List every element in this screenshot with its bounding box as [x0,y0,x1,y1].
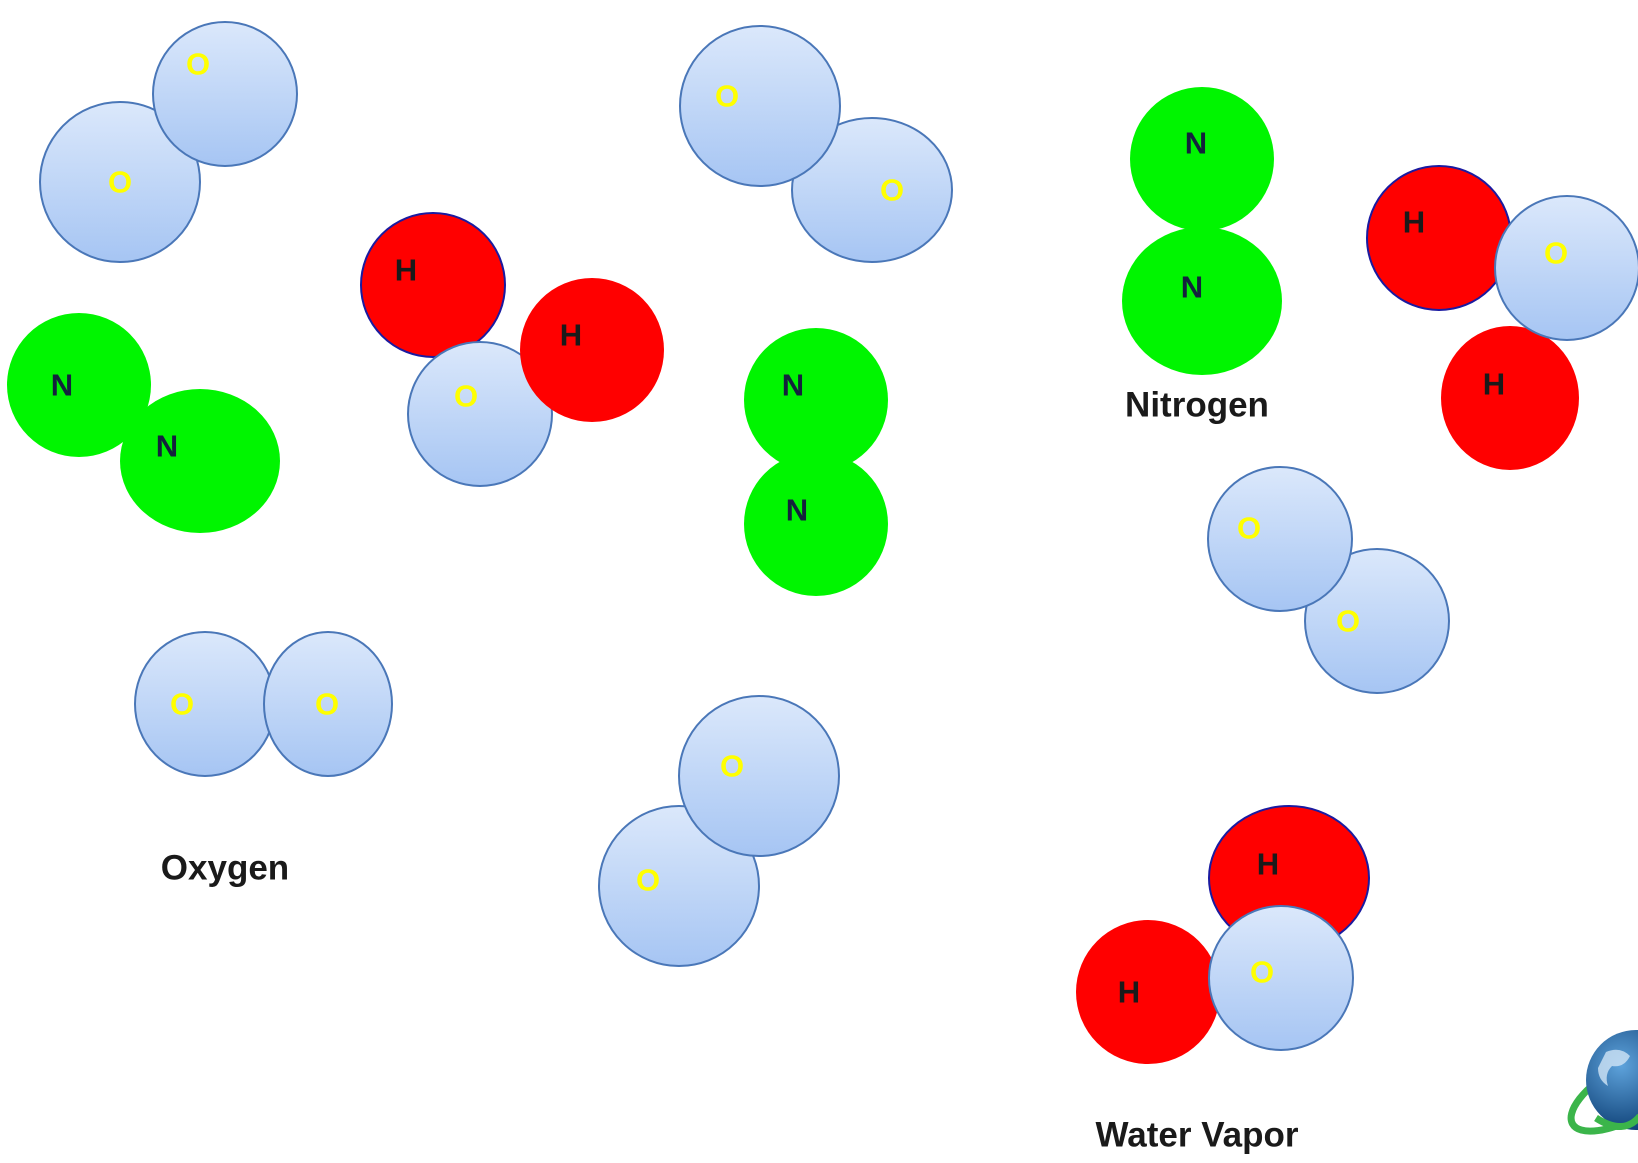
oxygen-atom: O [678,695,840,857]
atom-symbol: O [315,687,339,722]
oxygen-molecule: O O [39,21,298,263]
atom-symbol: H [1403,205,1425,240]
atom-symbol: O [880,173,904,208]
oxygen-molecule: O O [679,25,953,263]
atom-symbol: N [786,493,808,528]
atom-symbol: N [156,429,178,464]
atom-symbol: H [560,318,582,353]
nitrogen-atom: N [744,452,888,596]
globe-logo-icon [1567,1030,1638,1135]
oxygen-atom: O [1304,548,1450,694]
hydrogen-atom: H [360,212,506,358]
oxygen-atom: O [1494,195,1638,341]
hydrogen-atom: H [1366,165,1512,311]
oxygen-atom: O [134,631,276,777]
hydrogen-atom: H [1441,326,1579,470]
oxygen-atom: O [263,631,393,777]
nitrogen-molecule: N N [7,313,280,533]
atom-symbol: O [1237,511,1261,546]
nitrogen-molecule: N N [744,328,888,596]
nitrogen-atom: N [1130,87,1274,231]
oxygen-atom: O [39,101,201,263]
water-molecule: H H O [1076,805,1370,1064]
atom-symbol: H [1118,975,1140,1010]
oxygen-atom: O [791,117,953,263]
oxygen-molecule: O O [598,695,840,967]
atom-symbol: O [715,79,739,114]
oxygen-molecule: O O [1207,466,1450,694]
water-vapor-caption: Water Vapor [1096,1116,1299,1155]
oxygen-atom: O [679,25,841,187]
atom-symbol: O [454,379,478,414]
oxygen-molecule: O O [134,631,393,777]
oxygen-atom: O [407,341,553,487]
atom-symbol: O [636,863,660,898]
atom-symbol: O [1544,236,1568,271]
atom-symbol: O [1336,604,1360,639]
hydrogen-atom: H [1076,920,1220,1064]
oxygen-atom: O [1208,905,1354,1051]
atom-symbol: N [1181,270,1203,305]
nitrogen-atom: N [7,313,151,457]
hydrogen-atom: H [520,278,664,422]
atom-symbol: O [1250,955,1274,990]
water-molecule: H H O [1366,165,1638,470]
atom-symbol: H [1483,367,1505,402]
atom-symbol: H [395,253,417,288]
atom-symbol: O [720,749,744,784]
atom-symbol: H [1257,847,1279,882]
atom-symbol: N [51,368,73,403]
atom-symbol: O [186,47,210,82]
atom-symbol: N [1185,126,1207,161]
oxygen-caption: Oxygen [161,849,289,888]
nitrogen-molecule: N N [1122,87,1282,375]
atom-symbol: O [108,165,132,200]
nitrogen-atom: N [1122,227,1282,375]
nitrogen-atom: N [120,389,280,533]
water-molecule: H O H [360,212,664,487]
nitrogen-caption: Nitrogen [1125,386,1269,425]
atom-symbol: N [782,368,804,403]
oxygen-atom: O [1207,466,1353,612]
oxygen-atom: O [152,21,298,167]
nitrogen-atom: N [744,328,888,472]
atom-symbol: O [170,687,194,722]
